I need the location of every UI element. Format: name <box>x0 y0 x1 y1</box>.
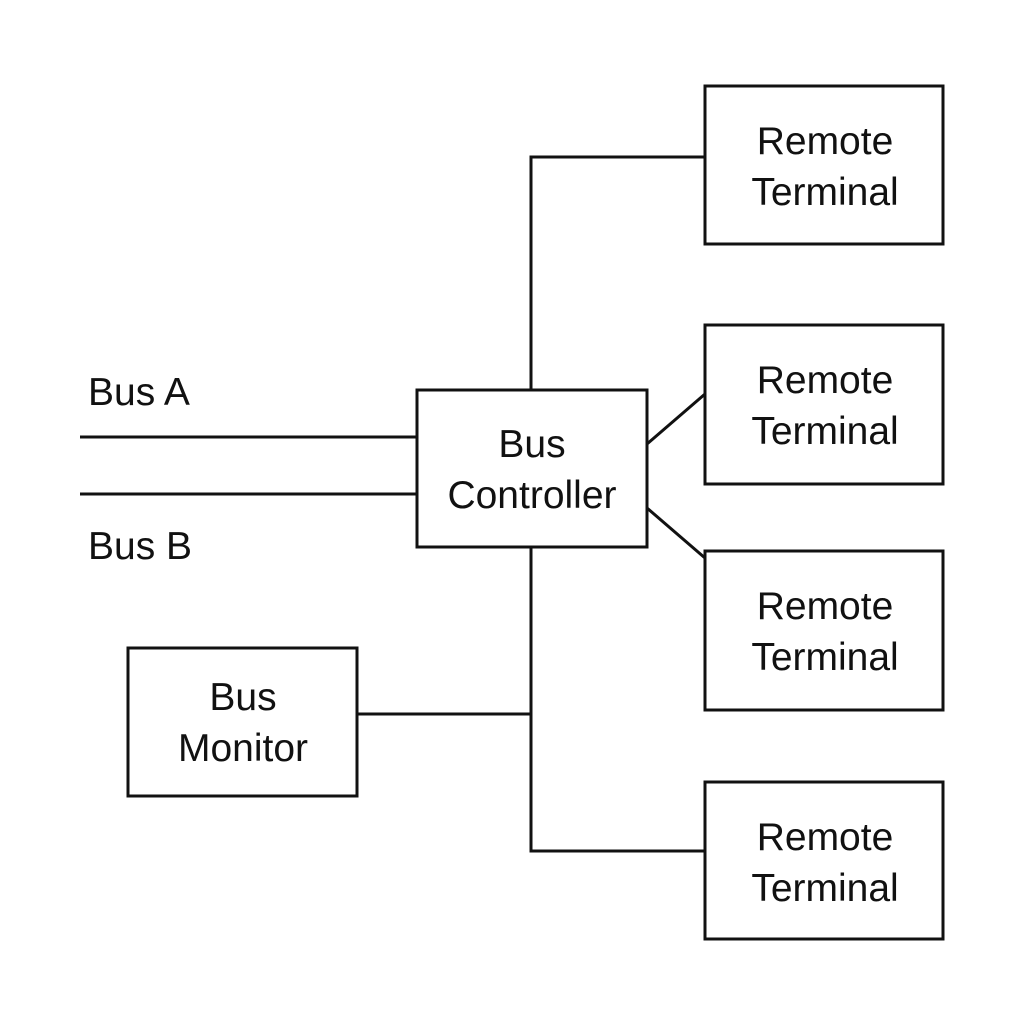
bus-monitor-node: Bus Monitor <box>126 646 359 798</box>
connector-controller-to-terminal-4 <box>529 547 705 853</box>
remote-terminal-1-node: Remote Terminal <box>703 84 945 246</box>
connector-controller-to-terminal-3 <box>646 506 706 560</box>
connector-controller-to-terminal-1 <box>529 155 705 390</box>
remote-terminal-1-box <box>703 84 945 246</box>
remote-terminal-1-label-line2: Terminal <box>751 171 898 214</box>
bus-monitor-label-line1: Bus <box>209 676 276 719</box>
remote-terminal-4-node: Remote Terminal <box>703 780 945 941</box>
bus-monitor-box <box>126 646 359 798</box>
remote-terminal-2-box <box>703 323 945 486</box>
remote-terminal-4-box <box>703 780 945 941</box>
bus-controller-node: Bus Controller <box>415 388 649 549</box>
connector-controller-to-terminal-2 <box>646 392 706 446</box>
remote-terminal-4-label-line2: Terminal <box>751 867 898 910</box>
bus-monitor-label-line2: Monitor <box>178 727 308 770</box>
remote-terminal-3-label-line1: Remote <box>757 585 894 628</box>
remote-terminal-4-label-line1: Remote <box>757 816 894 859</box>
bus-controller-label-line1: Bus <box>498 423 565 466</box>
remote-terminal-2-node: Remote Terminal <box>703 323 945 486</box>
bus-controller-box <box>415 388 649 549</box>
bus-controller-label-line2: Controller <box>447 474 616 517</box>
connections <box>80 155 706 853</box>
remote-terminal-3-box <box>703 549 945 712</box>
remote-terminal-1-label-line1: Remote <box>757 120 894 163</box>
remote-terminal-2-label-line2: Terminal <box>751 410 898 453</box>
remote-terminal-3-label-line2: Terminal <box>751 636 898 679</box>
remote-terminal-2-label-line1: Remote <box>757 359 894 402</box>
remote-terminal-3-node: Remote Terminal <box>703 549 945 712</box>
bus-b-label: Bus B <box>88 525 192 568</box>
bus-a-label: Bus A <box>88 371 190 414</box>
